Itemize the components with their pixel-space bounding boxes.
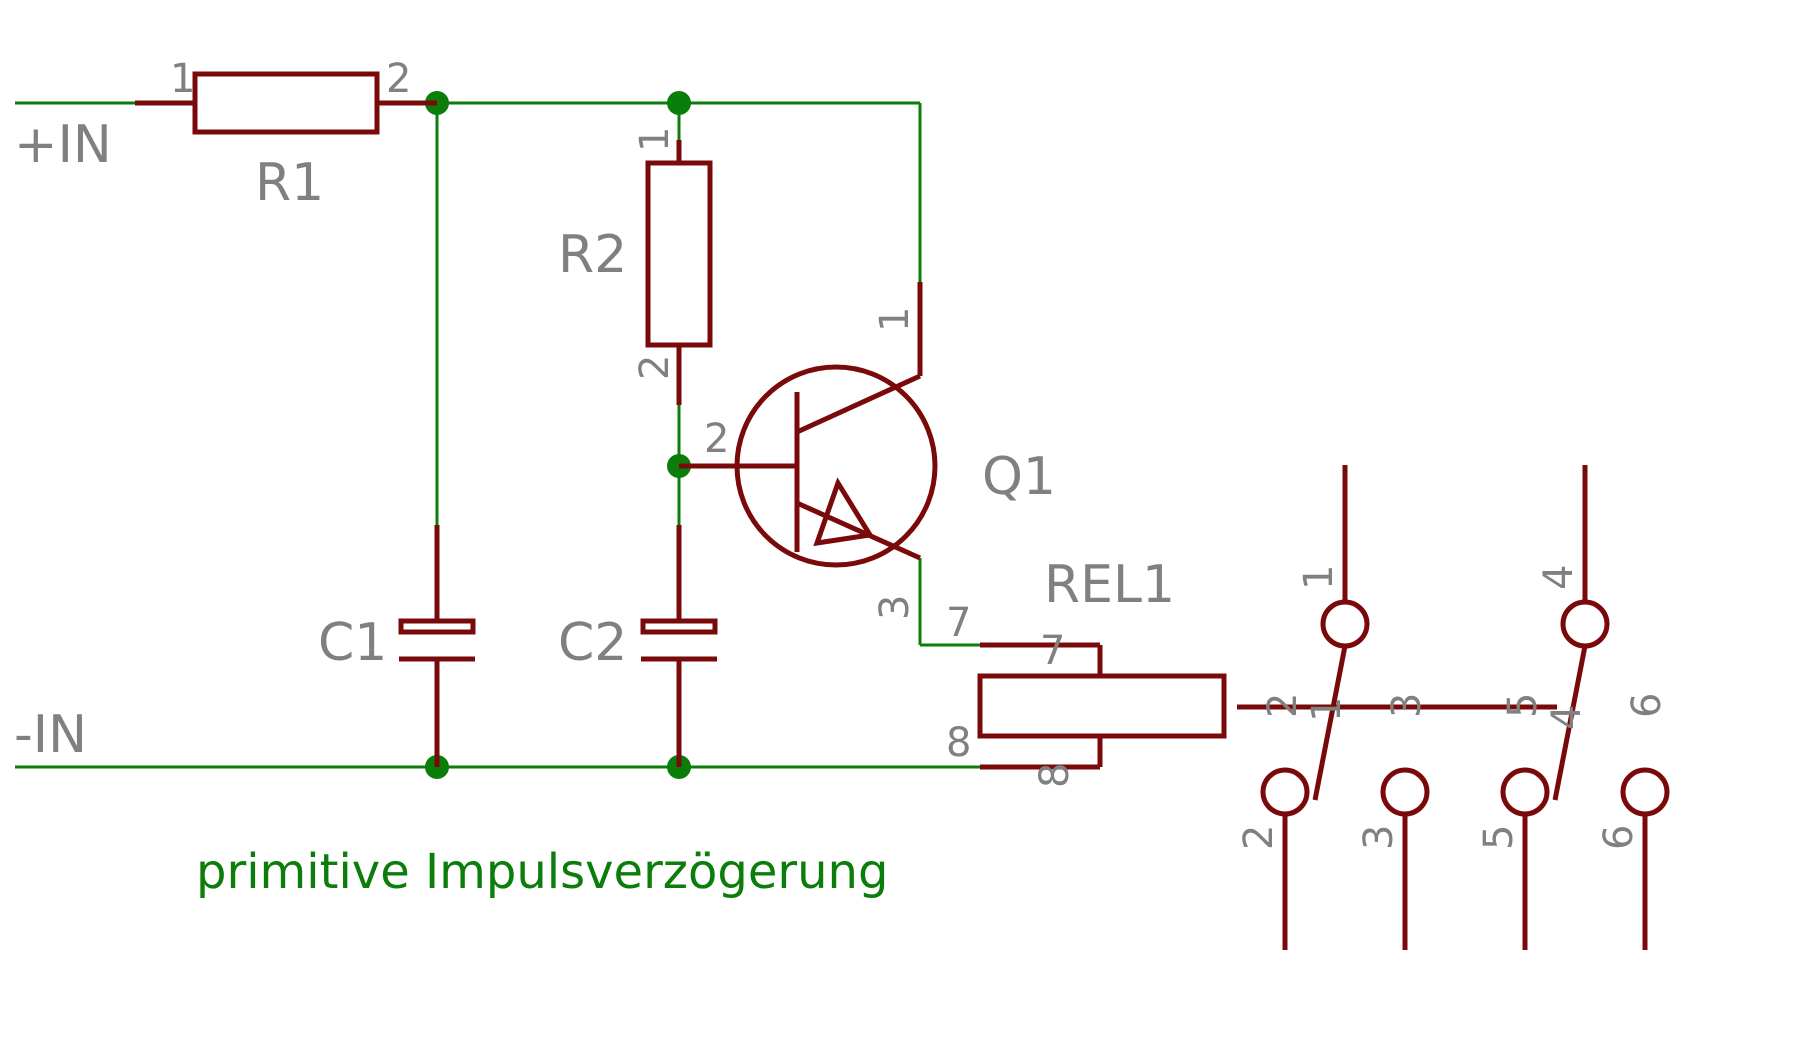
r2-body	[645, 160, 713, 348]
schematic-caption: primitive Impulsverzögerung	[196, 844, 888, 900]
transistor-q1: 1 2 3 Q1	[679, 282, 1056, 620]
q1-collector-pin-label: 1	[872, 307, 918, 332]
rel1-lever-pin5: 5	[1500, 693, 1546, 718]
r2-name-label: R2	[558, 225, 627, 285]
c2-plate-top	[640, 618, 718, 635]
rel1-lever-pin4: 4	[1544, 705, 1590, 730]
q1-collector-line	[795, 373, 922, 435]
rel1-contact-pin2: 2	[1236, 825, 1282, 850]
c1-plate-top	[398, 618, 476, 635]
rel1-name-label: REL1	[1044, 555, 1175, 615]
rel1-coil-pin8-outer: 8	[946, 720, 971, 766]
c1-name-label: C1	[318, 613, 387, 673]
resistor-r1: 1 2 R1	[135, 56, 437, 213]
relay-rel1-contacts: 1 2 3 4 5 6 1 2 3 4 5 6	[1236, 465, 1670, 950]
c2-name-label: C2	[558, 613, 627, 673]
r2-pin2-label: 2	[632, 355, 678, 380]
rel1-lever-2	[1552, 645, 1588, 801]
resistor-r2: 1 2 R2	[558, 127, 713, 405]
rel1-contact-pin6: 6	[1596, 825, 1642, 850]
r1-name-label: R1	[255, 153, 324, 213]
rel1-contact3-terminal	[1380, 767, 1430, 817]
r1-pin1-label: 1	[170, 56, 195, 102]
rel1-coil-pin8-inner: 8	[1032, 763, 1078, 788]
rel1-contact2-terminal	[1260, 767, 1310, 817]
capacitor-c1: C1	[318, 525, 476, 767]
relay-rel1-coil: 7 7 8 8 REL1	[946, 555, 1227, 788]
rel1-coil-pin7-inner: 7	[1040, 628, 1065, 674]
rel1-contact4-terminal	[1560, 599, 1610, 649]
rel1-lever-pin1: 1	[1304, 697, 1350, 722]
rel1-contact-pin1: 1	[1296, 565, 1342, 590]
rel1-contact-pin4: 4	[1536, 565, 1582, 590]
rel1-coil-pin7-outer: 7	[946, 600, 971, 646]
r1-pin2-label: 2	[386, 56, 411, 102]
r2-pin1-label: 1	[632, 127, 678, 152]
q1-emitter-arrow	[813, 477, 875, 547]
wires	[15, 101, 980, 769]
rel1-coil-body	[977, 673, 1227, 739]
capacitor-c2: C2	[558, 525, 718, 767]
q1-name-label: Q1	[982, 447, 1056, 507]
rel1-lever-1	[1312, 645, 1348, 801]
q1-emitter-line	[795, 500, 922, 561]
rel1-contact5-terminal	[1500, 767, 1550, 817]
rel1-contact-pin3: 3	[1356, 825, 1402, 850]
q1-base-pin-label: 2	[704, 416, 729, 462]
rel1-contact-pin5: 5	[1476, 825, 1522, 850]
rel1-lever-pin2: 2	[1260, 693, 1306, 718]
net-label-plus-in: +IN	[14, 115, 112, 175]
rel1-lever-pin6: 6	[1624, 693, 1670, 718]
q1-emitter-pin-label: 3	[872, 595, 918, 620]
r1-body	[192, 71, 380, 135]
junction-dot	[667, 91, 691, 115]
rel1-lever-pin3: 3	[1384, 693, 1430, 718]
net-label-minus-in: -IN	[14, 705, 87, 765]
rel1-contact6-terminal	[1620, 767, 1670, 817]
rel1-contact1-terminal	[1320, 599, 1370, 649]
